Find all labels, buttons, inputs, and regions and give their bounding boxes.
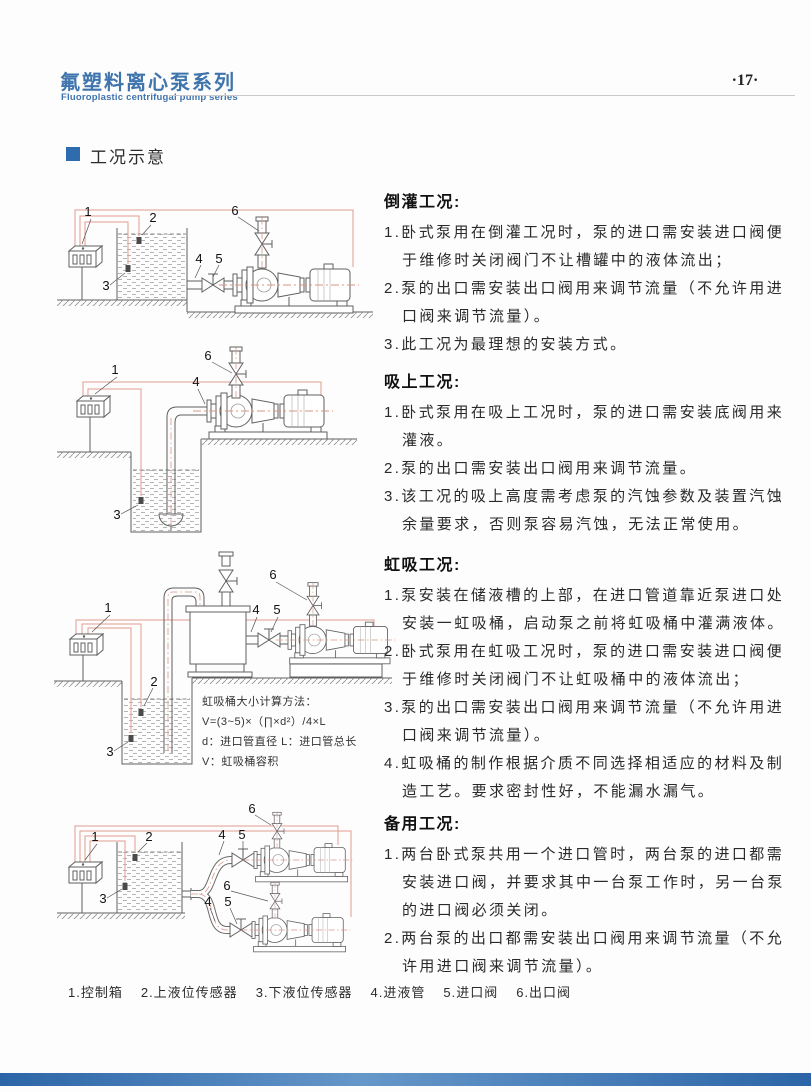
condition-title: 虹吸工况: — [384, 557, 461, 574]
text-section-standby: 备用工况: 1.两台卧式泵共用一个进口管时，两台泵的进口都需安装进口阀，并要求其… — [384, 810, 794, 981]
callout-4: 4 — [218, 827, 225, 842]
callout-2: 2 — [149, 210, 156, 225]
diagram-legend: 1.控制箱 2.上液位传感器 3.下液位传感器 4.进液管 5.进口阀 6.出口… — [68, 982, 571, 1001]
formula-line: V：虹吸桶容积 — [202, 756, 279, 768]
condition-item: 2.两台泵的出口都需安装出口阀用来调节流量（不允许用进口阀来调节流量）。 — [384, 930, 785, 975]
formula-line: 虹吸桶大小计算方法： — [202, 696, 317, 708]
callout-6: 6 — [204, 348, 211, 363]
condition-item: 2.泵的出口需安装出口阀用来调节流量（不允许用进口阀来调节流量）。 — [384, 280, 785, 325]
callout-5: 5 — [224, 894, 231, 909]
callout-6: 6 — [223, 878, 230, 893]
diagram-flooded-suction: 1 2 3 4 5 6 — [57, 203, 373, 318]
callout-1: 1 — [104, 600, 111, 615]
page-title-english: Fluoroplastic centrifugal pump series — [61, 92, 238, 103]
callout-1: 1 — [84, 204, 91, 219]
callout-4: 4 — [204, 894, 211, 909]
callout-2: 2 — [150, 674, 157, 689]
condition-item: 1.卧式泵用在倒灌工况时，泵的进口需安装进口阀便于维修时关闭阀门不让槽罐中的液体… — [384, 224, 785, 269]
section-heading: 工况示意 — [90, 148, 166, 167]
legend-item-control-box: 1.控制箱 — [68, 985, 123, 1000]
callout-1: 1 — [91, 829, 98, 844]
diagram-standby: 1 2 3 4 5 6 4 5 6 — [57, 801, 353, 953]
page-number: ·17· — [731, 72, 759, 89]
callout-3: 3 — [106, 744, 113, 759]
condition-item: 3.泵的出口需安装出口阀用来调节流量（不允许用进口阀来调节流量）。 — [384, 699, 785, 744]
condition-item: 3.该工况的吸上高度需考虑泵的汽蚀参数及装置汽蚀余量要求，否则泵容易汽蚀，无法正… — [384, 488, 785, 533]
condition-item: 4.虹吸桶的制作根据介质不同选择相适应的材料及制造工艺。要求密封性好，不能漏水漏… — [384, 755, 785, 800]
callout-1: 1 — [111, 362, 118, 377]
square-bullet-icon — [66, 147, 80, 161]
callout-6: 6 — [231, 203, 238, 218]
condition-item: 1.卧式泵用在吸上工况时，泵的进口需安装底阀用来灌液。 — [384, 404, 785, 449]
callout-4: 4 — [192, 374, 199, 389]
callout-6: 6 — [248, 801, 255, 816]
callout-5: 5 — [215, 251, 222, 266]
text-section-flooded: 倒灌工况: 1.卧式泵用在倒灌工况时，泵的进口需安装进口阀便于维修时关闭阀门不让… — [384, 188, 794, 359]
callout-6: 6 — [269, 567, 276, 582]
condition-item: 2.卧式泵用在虹吸工况时，泵的进口需安装进口阀便于维修时关闭阀门不让虹吸桶中的液… — [384, 643, 785, 688]
callout-3: 3 — [102, 278, 109, 293]
legend-item-inlet-pipe: 4.进液管 — [370, 985, 426, 1000]
callout-3: 3 — [113, 507, 120, 522]
text-section-suction-lift: 吸上工况: 1.卧式泵用在吸上工况时，泵的进口需安装底阀用来灌液。 2.泵的出口… — [384, 368, 794, 539]
formula-line: V=(3~5)×（∏×d²）/4×L — [202, 716, 327, 728]
condition-item: 2.泵的出口需安装出口阀用来调节流量。 — [384, 460, 698, 477]
formula-line: d：进口管直径 L：进口管总长 — [202, 736, 357, 748]
callout-4: 4 — [195, 251, 202, 266]
callout-4: 4 — [252, 602, 259, 617]
diagram-siphon: 1 2 3 4 5 6 — [54, 551, 396, 765]
diagram-suction-lift: 1 3 4 6 — [57, 346, 357, 533]
legend-item-inlet-valve: 5.进口阀 — [443, 985, 499, 1000]
callout-3: 3 — [99, 891, 106, 906]
callout-5: 5 — [273, 602, 280, 617]
condition-item: 1.泵安装在储液槽的上部，在进口管道靠近泵进口处安装一虹吸桶，启动泵之前将虹吸桶… — [384, 587, 785, 632]
condition-item: 3.此工况为最理想的安装方式。 — [384, 336, 628, 353]
page-title-chinese: 氟塑料离心泵系列 — [60, 72, 236, 94]
condition-title: 吸上工况: — [384, 374, 461, 391]
condition-item: 1.两台卧式泵共用一个进口管时，两台泵的进口都需安装进口阀，并要求其中一台泵工作… — [384, 846, 785, 919]
header-divider — [170, 95, 795, 96]
legend-item-upper-level-sensor: 2.上液位传感器 — [140, 985, 238, 1000]
text-section-siphon: 虹吸工况: 1.泵安装在储液槽的上部，在进口管道靠近泵进口处安装一虹吸桶，启动泵… — [384, 551, 794, 806]
legend-item-outlet-valve: 6.出口阀 — [516, 985, 572, 1000]
siphon-bucket-formula: 虹吸桶大小计算方法： V=(3~5)×（∏×d²）/4×L d：进口管直径 L：… — [202, 692, 402, 772]
footer-accent-bar — [0, 1073, 811, 1086]
condition-title: 备用工况: — [384, 816, 461, 833]
callout-2: 2 — [145, 829, 152, 844]
condition-title: 倒灌工况: — [384, 194, 461, 211]
callout-5: 5 — [238, 827, 245, 842]
legend-item-lower-level-sensor: 3.下液位传感器 — [255, 985, 353, 1000]
